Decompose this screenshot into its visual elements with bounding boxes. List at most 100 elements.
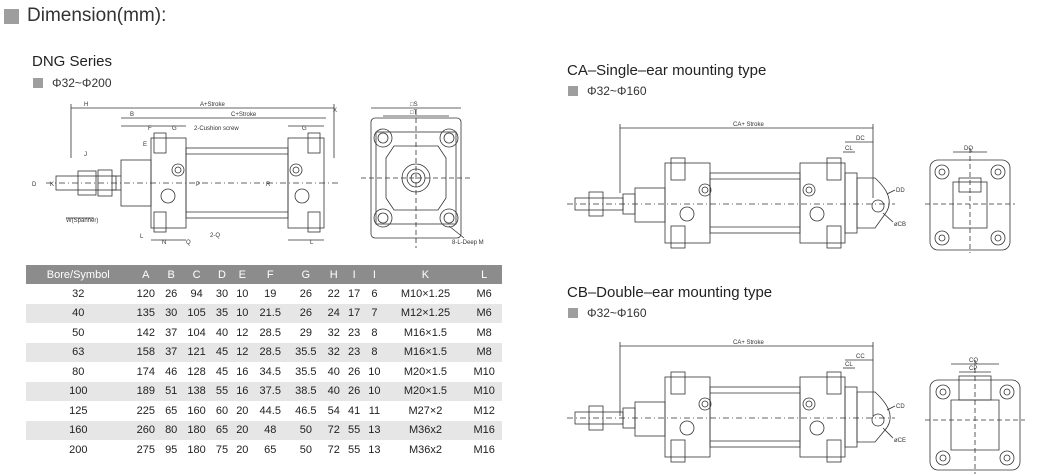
table-cell: M10 [466,381,502,401]
table-cell: 38.5 [288,381,324,401]
table-cell: 12 [232,342,253,362]
cb-label-stroke: CA+ Stroke [733,340,765,346]
table-cell: 105 [181,303,212,323]
ca-label-dd: DD [896,188,905,194]
table-cell: 46.5 [295,404,317,417]
table-cell: 174 [136,365,155,378]
table-cell: 13 [364,420,385,440]
table-cell: 26 [347,365,361,378]
table-cell: 260 [130,420,162,440]
section-header-title: Dimension(mm): [27,5,167,26]
table-cell: 17 [347,287,361,300]
table-header-cell: L [466,265,502,284]
table-header-cell: Bore/Symbol [26,265,131,284]
dim-label-s: □S [410,102,418,108]
table-cell: M12 [473,404,495,417]
cb-label-cl: CL [845,362,853,368]
table-cell: M27×2 [408,404,443,417]
table-cell: 20 [232,420,253,440]
table-cell: 10 [232,303,253,323]
table-cell: 72 [323,420,344,440]
table-cell: 40 [215,326,229,339]
table-cell: 40 [26,303,131,323]
table-cell: 160 [187,404,206,417]
table-cell: 135 [130,303,162,323]
table-cell: 100 [26,381,131,401]
table-cell: 225 [136,404,155,417]
table-cell: 40 [327,365,340,378]
table-cell: M8 [476,326,492,339]
table-cell: 128 [187,365,206,378]
table-cell: 44.5 [259,404,281,417]
table-cell: 189 [130,381,162,401]
section-header: Dimension(mm): [4,5,166,27]
table-cell: 26 [299,287,312,300]
cb-label-cq: CQ [969,358,978,364]
ca-range: Φ32~Φ160 [568,84,647,98]
dim-label-t: □T [410,110,418,116]
table-cell: 72 [327,443,340,456]
table-header-cell: D [211,265,233,284]
table-cell: 23 [347,326,361,339]
table-cell: 51 [161,381,182,401]
table-cell: 275 [136,443,155,456]
table-cell: 29 [299,326,312,339]
cb-range-text: Φ32~Φ160 [587,306,647,320]
table-cell: 80 [72,365,85,378]
table-cell: 55 [343,420,365,440]
dim-label-deep: 8-L-Deep M [452,240,484,246]
cb-label-ce: øCE [894,438,906,444]
table-cell: 158 [130,342,162,362]
table-cell: 23 [343,342,365,362]
dim-label-j: J [84,152,87,158]
table-cell: M16 [466,420,502,440]
table-cell: 138 [181,381,212,401]
table-cell: M8 [466,342,502,362]
table-cell: 8 [371,326,378,339]
table-cell: M12×1.25 [384,303,467,323]
table-cell: 26 [288,303,324,323]
table-cell: 16 [232,381,253,401]
table-cell: 10 [236,287,249,300]
table-cell: 24 [323,303,344,323]
table-cell: 37 [165,326,178,339]
cb-double-ear-drawing: CA+ Stroke CC CL CD øCE CQ CP [567,340,1025,474]
table-cell: M6 [466,303,502,323]
table-cell: 60 [215,404,229,417]
table-cell: 19 [264,287,277,300]
table-cell: 200 [69,443,88,456]
table-cell: M10 [473,365,495,378]
table-header-cell: G [288,265,324,284]
table-cell: 50 [72,326,85,339]
table-cell: 26 [343,381,365,401]
dim-label-p: P [196,182,200,188]
table-header-cell: A [130,265,162,284]
ca-title: CA–Single–ear mounting type [567,62,767,79]
dim-label-q: Q [186,240,191,246]
ca-single-ear-drawing: CA+ Stroke DC CL DD øCB DQ [567,122,1015,253]
cb-label-cd: CD [896,404,905,410]
table-cell: 7 [364,303,385,323]
dim-label-w: W(Spanner) [66,218,98,224]
table-cell: 35 [211,303,233,323]
table-cell: 50 [299,443,312,456]
table-cell: 37.5 [252,381,289,401]
ca-label-dc: DC [856,136,865,142]
table-cell: 65 [165,404,178,417]
table-cell: 8 [364,342,385,362]
table-cell: 20 [236,404,249,417]
table-cell: M20×1.5 [403,365,448,378]
dim-label-f: F [148,126,152,132]
table-cell: 45 [215,365,229,378]
ca-label-cl: CL [845,146,853,152]
square-bullet-icon [33,78,43,88]
table-cell: 21.5 [252,303,289,323]
dng-series-range: Φ32~Φ200 [33,76,112,90]
table-cell: 121 [181,342,212,362]
